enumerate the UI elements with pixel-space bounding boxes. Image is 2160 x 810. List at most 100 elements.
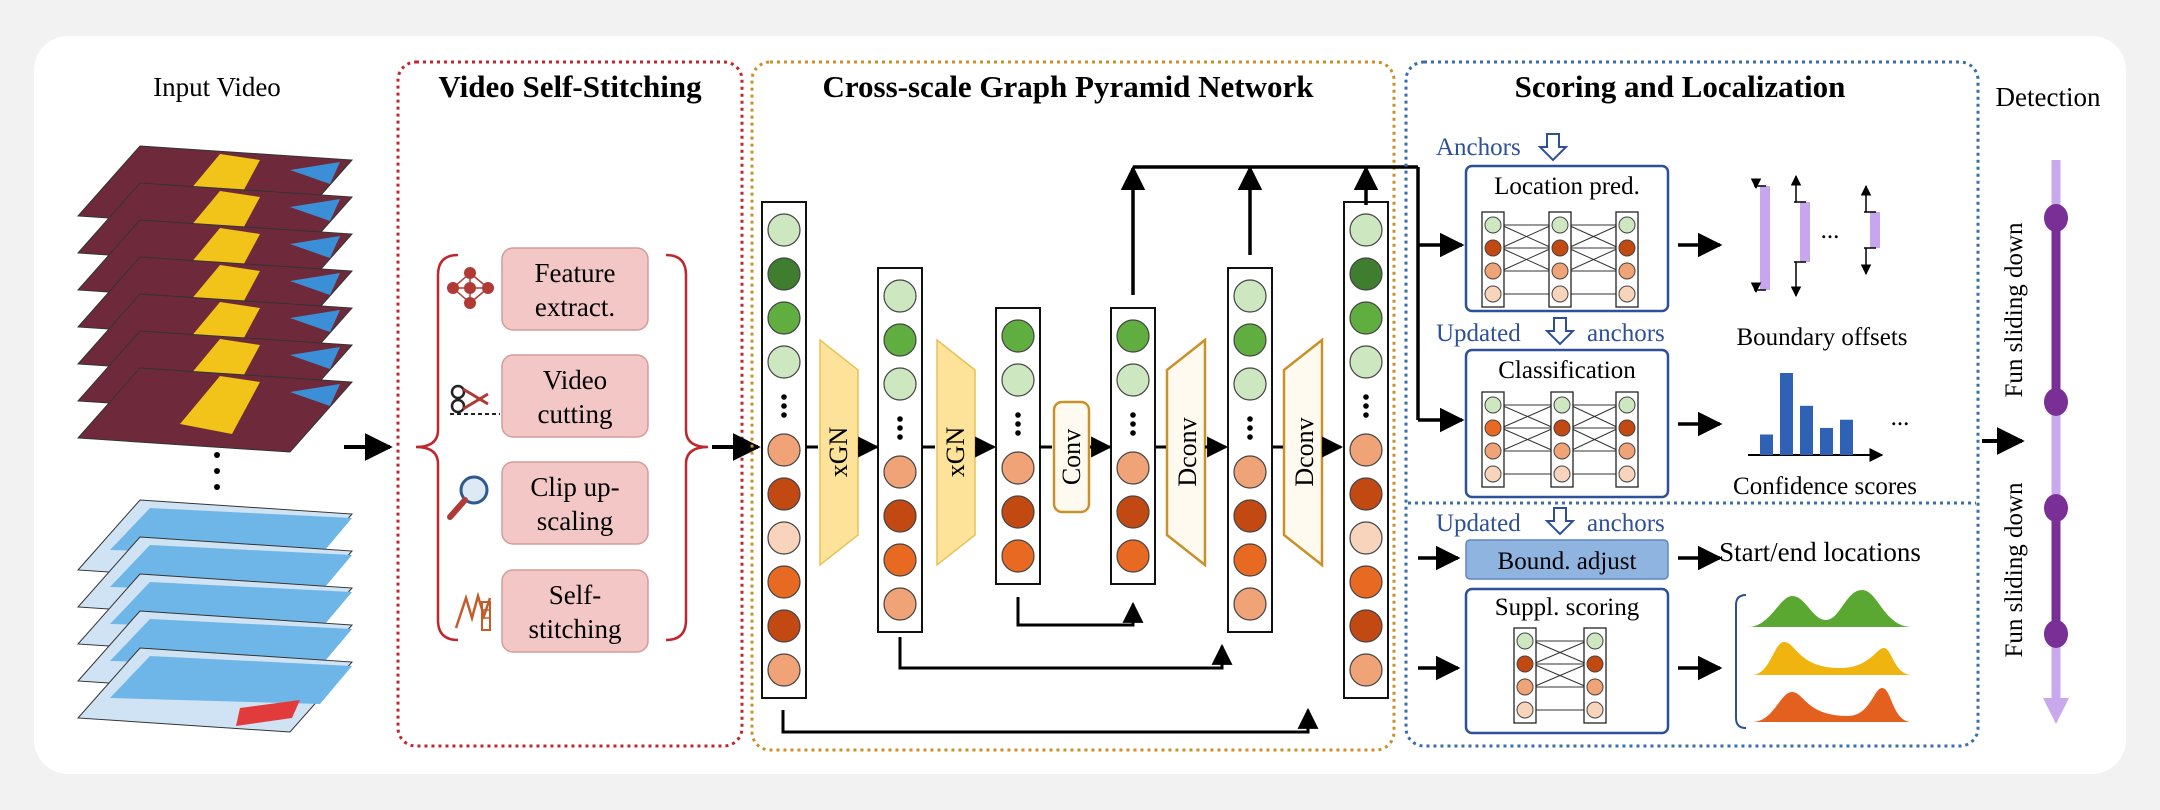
step-feature-extract <box>501 247 649 331</box>
step-video-cutting-line1: Video <box>543 365 607 395</box>
pyramid-skip-connections <box>781 597 1319 734</box>
feature-node <box>1116 539 1150 573</box>
dconv-2-label: Dconv <box>1290 417 1319 486</box>
step-self-stitching-line2: stitching <box>529 614 622 644</box>
bound-adjust-box <box>1465 539 1669 580</box>
net-node <box>1586 632 1604 650</box>
column-ellipsis-dot <box>1247 434 1253 440</box>
net-node <box>1586 678 1604 696</box>
feature-node <box>1001 495 1035 529</box>
feature-node <box>1116 451 1150 485</box>
offset-bar <box>1760 186 1770 290</box>
classification-label: Classification <box>1498 357 1636 384</box>
segment-1-end <box>2044 388 2068 416</box>
segment-1-start <box>2044 204 2068 232</box>
dconv-1-label: Dconv <box>1173 417 1202 486</box>
net-node <box>1484 442 1502 460</box>
net-column <box>1481 211 1505 308</box>
classification-network <box>1481 391 1639 488</box>
step-video-cutting-line2: cutting <box>538 399 613 429</box>
step-video-cutting <box>501 354 649 438</box>
scissors-icon <box>450 384 500 415</box>
net-edge <box>1500 247 1553 272</box>
feature-column <box>1110 307 1156 585</box>
input-frames-bottom <box>76 499 354 733</box>
net-node <box>1618 285 1636 303</box>
detection-title: Detection <box>1996 82 2101 112</box>
net-edge <box>1532 663 1588 688</box>
feature-node <box>1349 257 1383 291</box>
feature-node <box>883 323 917 357</box>
feature-node <box>767 345 801 379</box>
green-curve <box>1748 590 1912 627</box>
feature-node <box>1116 319 1150 353</box>
net-node <box>1618 442 1636 460</box>
detection-timeline: Fun sliding down Fun sliding down <box>2001 160 2069 724</box>
feature-node <box>767 433 801 467</box>
anchors-label-1: anchors <box>1587 320 1665 347</box>
frame-subscribe-shape <box>236 700 300 726</box>
input-frames-top <box>76 145 354 453</box>
feature-column <box>1227 267 1273 633</box>
feature-node <box>1233 499 1267 533</box>
column-ellipsis-dot <box>1247 425 1253 431</box>
feature-node <box>1349 345 1383 379</box>
anchors-label: Anchors <box>1436 134 1521 161</box>
column-ellipsis-dot <box>781 412 787 418</box>
start-end-curves <box>1748 590 1912 722</box>
net-node <box>1484 216 1502 234</box>
xgn-2-label: xGN <box>941 427 970 478</box>
updated-label-1: Updated <box>1436 320 1521 347</box>
pyramid-box <box>750 60 1396 752</box>
confidence-score-chart: ... <box>1748 373 1909 462</box>
feature-node <box>1349 301 1383 335</box>
net-node <box>1618 396 1636 414</box>
net-node <box>1618 419 1636 437</box>
feature-node <box>767 653 801 687</box>
curves-brace <box>1735 594 1747 729</box>
offset-bar <box>1800 202 1810 262</box>
start-end-locations-label: Start/end locations <box>1719 537 1921 567</box>
xgn-1-label: xGN <box>824 427 853 478</box>
net-edge <box>1500 404 1555 429</box>
feature-node <box>767 477 801 511</box>
column-ellipsis-dot <box>781 394 787 400</box>
net-column <box>1513 627 1537 724</box>
net-column <box>1615 391 1639 488</box>
feature-node <box>1233 279 1267 313</box>
feature-node <box>1233 367 1267 401</box>
net-node <box>1553 465 1571 483</box>
net-node <box>1516 701 1534 719</box>
offset-bar <box>1870 212 1880 248</box>
column-ellipsis-dot <box>1363 412 1369 418</box>
feature-node <box>1349 213 1383 247</box>
yellow-curve <box>1752 642 1912 675</box>
column-ellipsis-dot <box>1015 430 1021 436</box>
net-column <box>1481 391 1505 488</box>
net-edge <box>1532 640 1588 665</box>
column-ellipsis-dot <box>897 425 903 431</box>
conv-label: Conv <box>1057 429 1086 485</box>
feature-node <box>767 609 801 643</box>
xgn-block-2: xGN <box>936 338 976 567</box>
anchor-down-arrow-3 <box>1544 507 1576 536</box>
right-brace <box>665 253 709 642</box>
net-node <box>1484 239 1502 257</box>
feature-node <box>1349 653 1383 687</box>
net-edge <box>1567 247 1620 272</box>
frames-ellipsis <box>214 452 220 490</box>
boundary-offset-glyphs: ... <box>1750 174 1880 298</box>
confidence-bar-5 <box>1840 419 1853 455</box>
frame-pool-shape <box>290 236 340 258</box>
net-node <box>1484 262 1502 280</box>
dconv-block-1: Dconv <box>1165 337 1207 568</box>
conv-block: Conv <box>1052 400 1091 514</box>
net-edge <box>1569 427 1620 452</box>
net-node <box>1516 678 1534 696</box>
net-edge <box>1567 224 1620 249</box>
feature-node <box>767 213 801 247</box>
step-self-stitching-line1: Self- <box>549 580 601 610</box>
segment-2-end <box>2044 620 2068 648</box>
net-node <box>1553 419 1571 437</box>
